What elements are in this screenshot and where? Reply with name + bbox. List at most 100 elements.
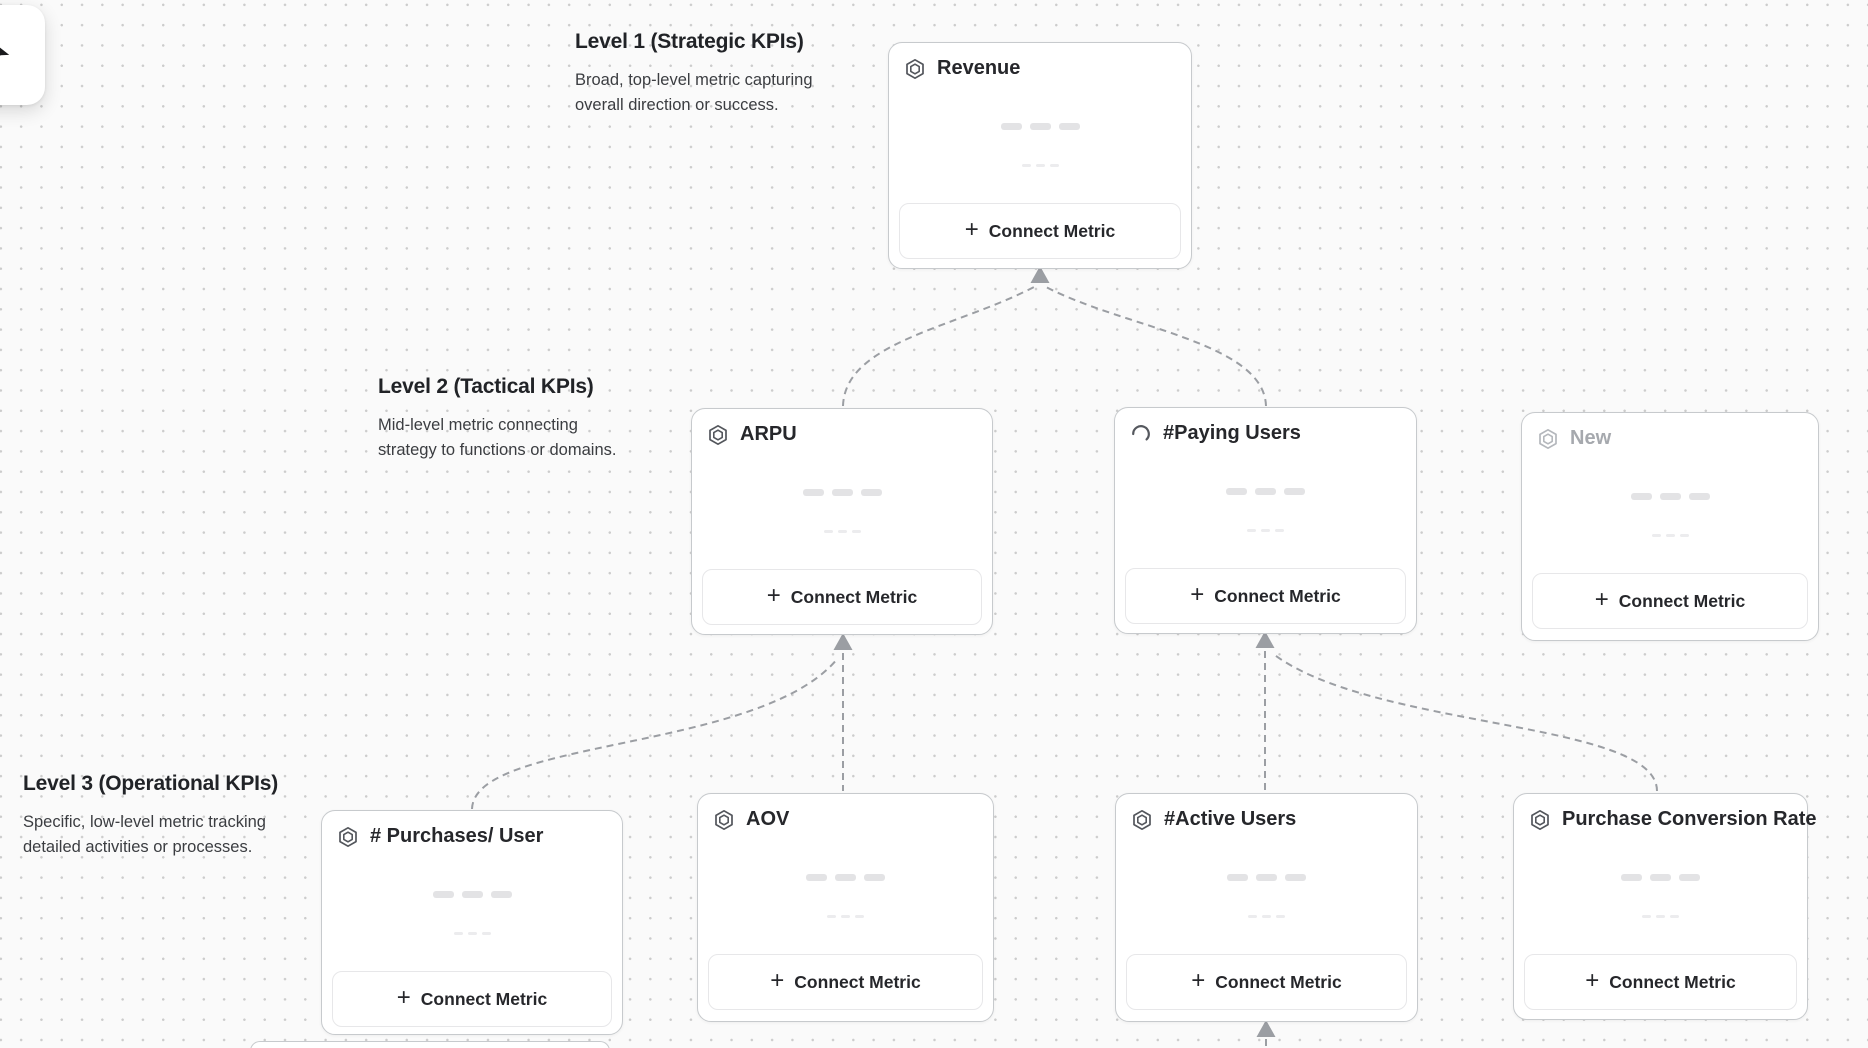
skeleton-row (1115, 488, 1416, 495)
hexagon-icon (339, 826, 357, 847)
metric-card-active-users[interactable]: #Active Users + Connect Metric (1115, 793, 1418, 1022)
skeleton-row (1522, 493, 1818, 500)
connect-metric-button[interactable]: + Connect Metric (899, 203, 1181, 259)
connect-metric-button[interactable]: + Connect Metric (708, 954, 983, 1010)
connect-metric-button[interactable]: + Connect Metric (1532, 573, 1808, 629)
skeleton-bar (432, 891, 454, 898)
connect-metric-label: Connect Metric (988, 220, 1116, 241)
connector-payingusers-revenue (1045, 286, 1267, 407)
connect-metric-button[interactable]: + Connect Metric (702, 569, 982, 625)
hexagon-icon (906, 58, 924, 79)
skeleton-bar (855, 915, 864, 918)
skeleton-bar (1000, 123, 1022, 130)
cursor-icon (0, 42, 10, 64)
metric-card-purchases-per-user[interactable]: # Purchases/ User + Connect Metric (321, 810, 623, 1035)
skeleton-row (692, 489, 992, 496)
skeleton-row (322, 932, 622, 935)
hexagon-icon (1539, 428, 1557, 449)
skeleton-row (1514, 915, 1807, 918)
metric-card-revenue[interactable]: Revenue + Connect Metric (888, 42, 1192, 269)
skeleton-bar (1227, 874, 1248, 881)
plus-icon: + (1585, 967, 1600, 994)
hexagon-icon (1531, 809, 1549, 830)
connect-metric-label: Connect Metric (1618, 590, 1746, 611)
skeleton-row (1116, 915, 1417, 918)
skeleton-bar (831, 489, 853, 496)
plus-icon: + (396, 984, 411, 1011)
connect-metric-button[interactable]: + Connect Metric (1125, 568, 1406, 624)
skeleton-bar (806, 874, 827, 881)
metric-card-aov[interactable]: AOV + Connect Metric (697, 793, 994, 1022)
skeleton-bar (1049, 164, 1059, 167)
skeleton-bar (481, 932, 491, 935)
skeleton-row (698, 874, 993, 881)
metric-card-new[interactable]: New + Connect Metric (1521, 412, 1819, 641)
skeleton-bar (1621, 874, 1642, 881)
skeleton-bar (490, 891, 512, 898)
skeleton-bar (1247, 529, 1256, 532)
connect-metric-button[interactable]: + Connect Metric (1126, 954, 1407, 1010)
skeleton-bar (1670, 915, 1679, 918)
metric-card-paying-users[interactable]: #Paying Users + Connect Metric (1114, 407, 1417, 634)
skeleton-bar (1035, 164, 1045, 167)
skeleton-bar (1058, 123, 1080, 130)
skeleton-bar (1262, 915, 1271, 918)
skeleton-bar (1285, 874, 1306, 881)
card-title: #Paying Users (1163, 422, 1301, 444)
level-1-header: Level 1 (Strategic KPIs) Broad, top-leve… (575, 30, 833, 118)
skeleton-bar (1255, 488, 1276, 495)
skeleton-bar (864, 874, 885, 881)
skeleton-bar (1630, 493, 1652, 500)
plus-icon: + (1191, 967, 1206, 994)
skeleton-bar (860, 489, 882, 496)
cursor-tool-button[interactable] (0, 5, 45, 105)
connect-metric-label: Connect Metric (790, 586, 918, 607)
connector-pcr-payingusers (1271, 652, 1658, 792)
skeleton-bar (467, 932, 477, 935)
metric-card-partial-bottom[interactable] (250, 1041, 610, 1048)
skeleton-bar (835, 874, 856, 881)
skeleton-row (1115, 529, 1416, 532)
plus-icon: + (770, 967, 785, 994)
level-1-title: Level 1 (Strategic KPIs) (575, 30, 804, 53)
plus-icon: + (766, 582, 781, 609)
skeleton-row (698, 915, 993, 918)
level-3-header: Level 3 (Operational KPIs) Specific, low… (23, 772, 281, 860)
level-2-header: Level 2 (Tactical KPIs) Mid-level metric… (378, 375, 636, 463)
card-head: # Purchases/ User (337, 825, 543, 848)
skeleton-bar (837, 530, 847, 533)
skeleton-bar (802, 489, 824, 496)
connect-metric-button[interactable]: + Connect Metric (1524, 954, 1797, 1010)
skeleton-bar (1656, 915, 1665, 918)
skeleton-bar (1261, 529, 1270, 532)
skeleton-bar (851, 530, 861, 533)
skeleton-bar (1679, 874, 1700, 881)
connect-metric-label: Connect Metric (794, 971, 921, 992)
skeleton-bar (1226, 488, 1247, 495)
card-head: ARPU (707, 423, 797, 446)
level-3-description: Specific, low-level metric tracking deta… (23, 813, 266, 856)
skeleton-bar (1275, 529, 1284, 532)
plus-icon: + (1190, 581, 1205, 608)
skeleton-row (1116, 874, 1417, 881)
skeleton-bar (841, 915, 850, 918)
plus-icon: + (1594, 586, 1609, 613)
skeleton-bar (453, 932, 463, 935)
skeleton-bar (461, 891, 483, 898)
skeleton-bar (1248, 915, 1257, 918)
card-head: New (1537, 427, 1611, 450)
arrowhead-revenue (1030, 266, 1050, 283)
metric-card-arpu[interactable]: ARPU + Connect Metric (691, 408, 993, 635)
metric-card-purchase-conversion-rate[interactable]: Purchase Conversion Rate + Connect Metri… (1513, 793, 1817, 1020)
connector-arpu-revenue (842, 286, 1035, 407)
card-title: Purchase Conversion Rate (1562, 808, 1817, 830)
card-head: #Active Users (1131, 808, 1296, 831)
hexagon-icon (1133, 809, 1151, 830)
skeleton-bar (823, 530, 833, 533)
connect-metric-label: Connect Metric (1609, 971, 1736, 992)
level-2-description: Mid-level metric connecting strategy to … (378, 416, 617, 459)
skeleton-bar (1688, 493, 1710, 500)
skeleton-bar (1665, 534, 1675, 537)
connect-metric-button[interactable]: + Connect Metric (332, 971, 612, 1027)
